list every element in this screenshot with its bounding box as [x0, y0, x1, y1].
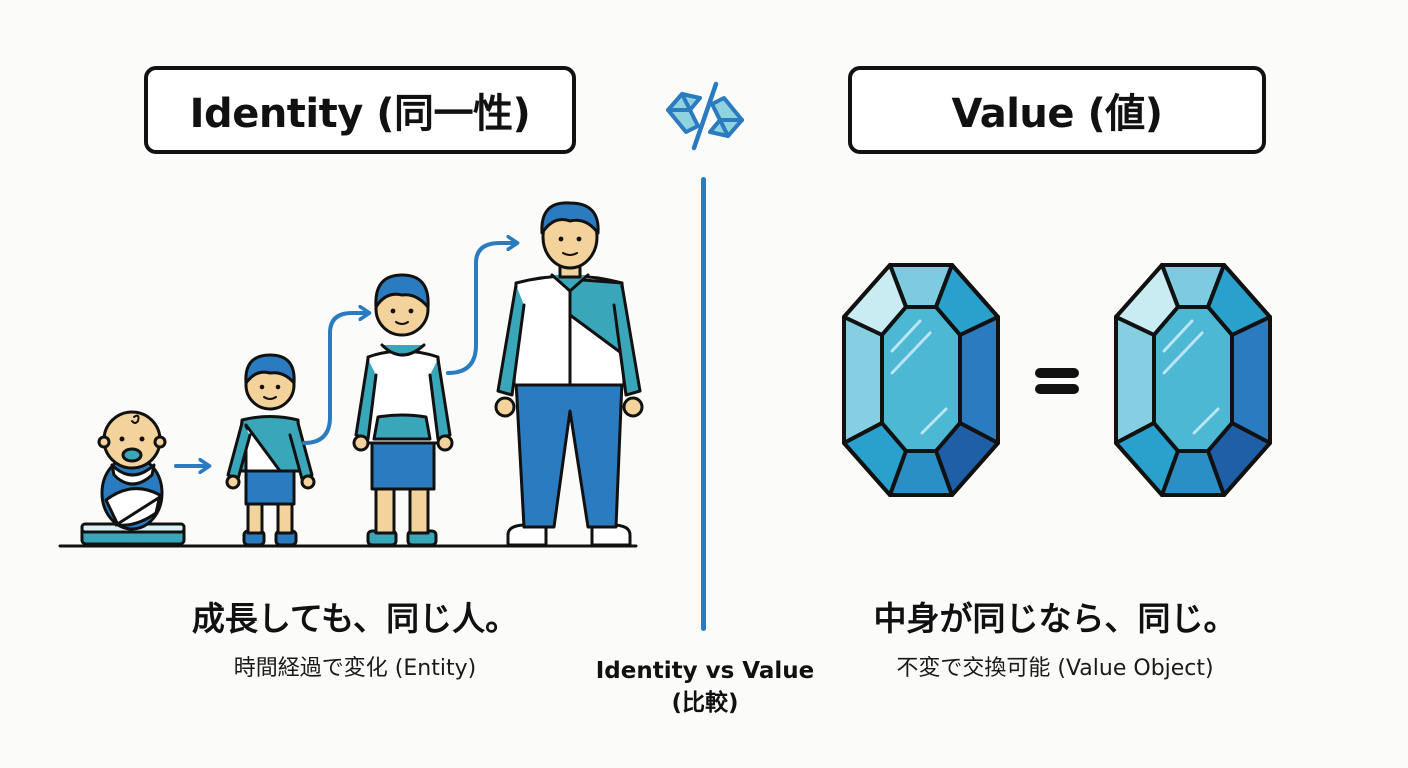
- value-caption-sub: 不変で交換可能 (Value Object): [896, 656, 1214, 681]
- identity-header: Identity (同一性): [144, 66, 576, 154]
- value-header-text: Value (値): [951, 91, 1163, 137]
- comparison-label: Identity vs Value (比較): [570, 655, 840, 719]
- identity-caption-sub: 時間経過で変化 (Entity): [233, 656, 477, 681]
- gem-right-icon: [1114, 263, 1272, 497]
- identity-header-text: Identity (同一性): [189, 91, 531, 137]
- not-equal-gem-icon: [666, 81, 744, 151]
- comparison-label-line2: (比較): [671, 690, 739, 716]
- person-growth-illustration: [58, 201, 644, 548]
- baby-figure: [80, 410, 186, 546]
- teen-figure: [352, 273, 454, 547]
- child-figure: [225, 353, 316, 547]
- equal-gems-illustration: [842, 263, 1272, 497]
- adult-figure: [494, 201, 644, 547]
- comparison-label-line1: Identity vs Value: [595, 658, 815, 684]
- center-divider: [701, 177, 706, 631]
- identity-caption-main: 成長しても、同じ人。: [191, 599, 519, 638]
- gem-left-icon: [842, 263, 1000, 497]
- value-header: Value (値): [848, 66, 1266, 154]
- value-caption-main: 中身が同じなら、同じ。: [873, 599, 1237, 638]
- equals-sign-icon: [1035, 368, 1079, 394]
